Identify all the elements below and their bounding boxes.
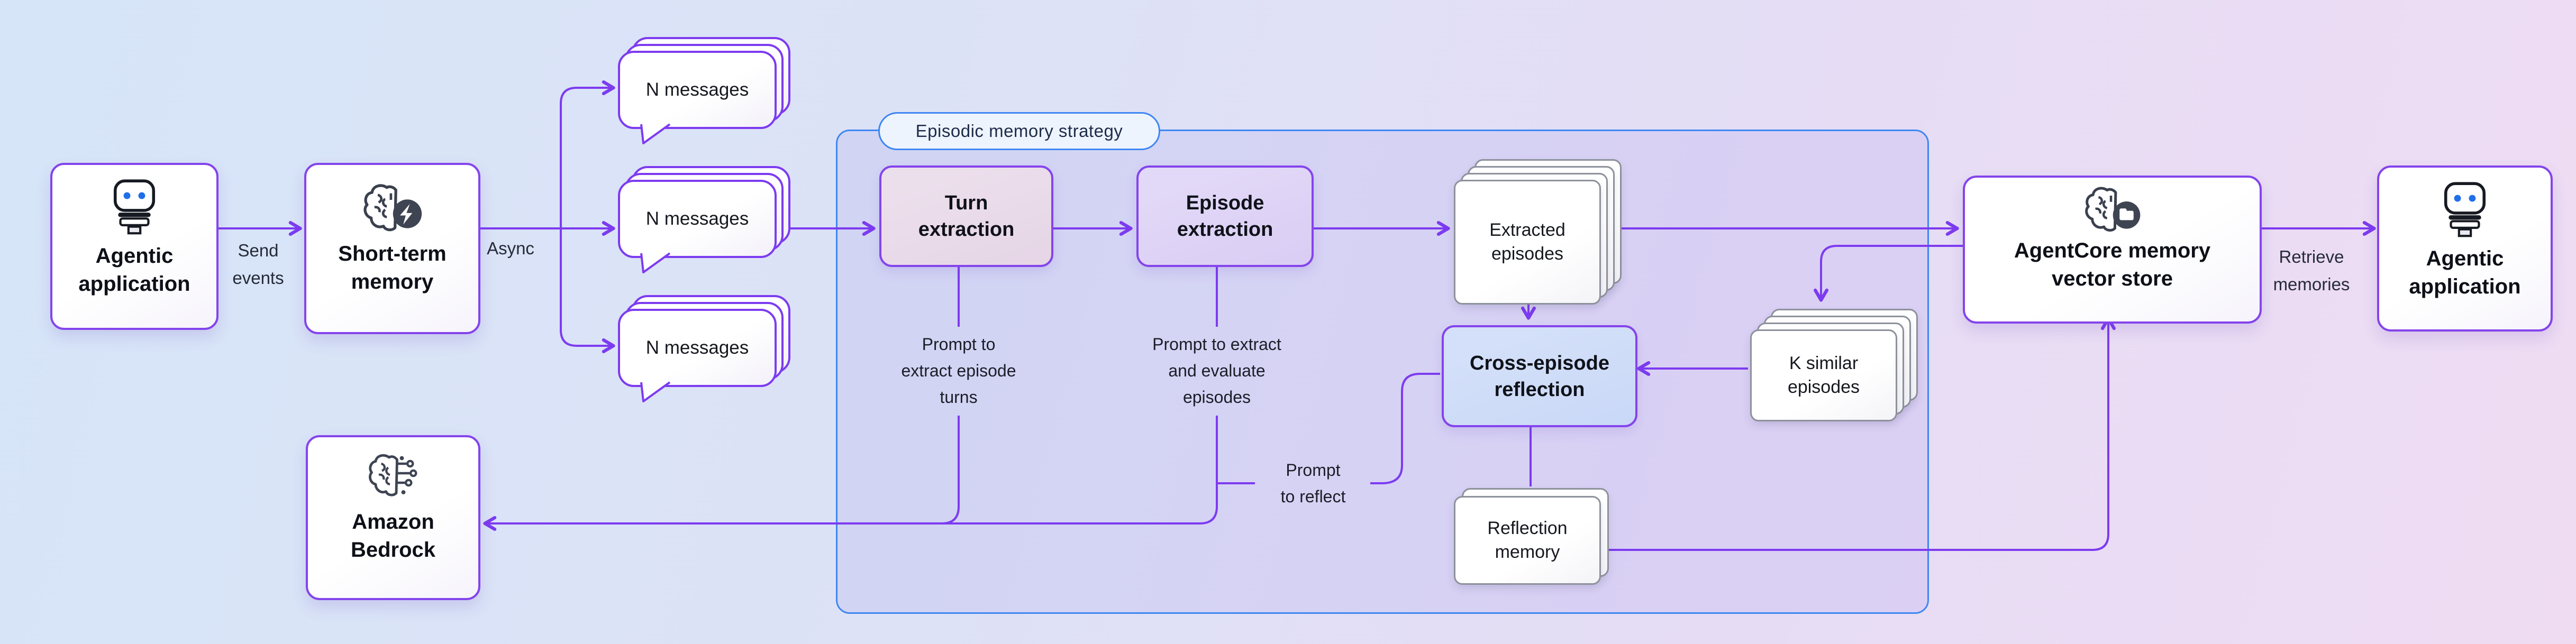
bubble-front: N messages bbox=[618, 309, 777, 402]
robot-icon bbox=[2444, 182, 2486, 237]
episodic-strategy-label-pill: Episodic memory strategy bbox=[878, 112, 1160, 150]
edge-label-retrieve-memories: Retrieve memories bbox=[2273, 247, 2350, 294]
node-agentic-application-left: Agentic application bbox=[50, 163, 219, 330]
node-title-agentcore: AgentCore memory vector store bbox=[2014, 239, 2211, 290]
brain-bolt-icon bbox=[363, 184, 422, 232]
n-messages-bubble-middle: N messages bbox=[618, 166, 790, 273]
node-agentcore-vector-store: AgentCore memory vector store bbox=[1963, 176, 2262, 324]
edge-label-async: Async bbox=[487, 238, 534, 258]
node-title-agentic-right: Agentic application bbox=[2409, 247, 2521, 298]
card-front: K similar episodes bbox=[1750, 329, 1897, 421]
robot-icon bbox=[113, 179, 156, 235]
bubble-label: N messages bbox=[645, 79, 749, 100]
node-amazon-bedrock: Amazon Bedrock bbox=[306, 435, 480, 600]
edge-label-prompt-turns: Prompt to extract episode turns bbox=[901, 335, 1016, 407]
node-title-agentic-left: Agentic application bbox=[78, 244, 190, 296]
edge-label-prompt-episodes: Prompt to extract and evaluate episodes bbox=[1152, 335, 1281, 407]
edge-label-send-events: Send events bbox=[232, 241, 284, 288]
node-title-cross: Cross-episode reflection bbox=[1470, 352, 1609, 401]
card-front: Reflection memory bbox=[1454, 496, 1601, 585]
reflection-memory-stack: Reflection memory bbox=[1454, 488, 1609, 585]
bubble-front: N messages bbox=[618, 180, 777, 273]
brain-folder-icon bbox=[2085, 187, 2140, 232]
node-title-episode: Episode extraction bbox=[1177, 192, 1273, 241]
edge-branch-to-top-bubble bbox=[560, 80, 615, 228]
node-episode-extraction: Episode extraction bbox=[1136, 165, 1314, 267]
node-cross-episode-reflection: Cross-episode reflection bbox=[1442, 325, 1637, 427]
k-similar-episodes-stack: K similar episodes bbox=[1750, 309, 1918, 421]
node-title-bedrock: Amazon Bedrock bbox=[350, 510, 436, 562]
card-label-reflection: Reflection memory bbox=[1487, 518, 1568, 562]
bubble-tail bbox=[640, 123, 671, 144]
n-messages-bubble-top: N messages bbox=[618, 37, 790, 144]
extracted-episodes-stack: Extracted episodes bbox=[1454, 159, 1622, 305]
edge-label-prompt-reflect: Prompt to reflect bbox=[1280, 461, 1346, 506]
bubble-tail bbox=[640, 381, 671, 402]
n-messages-bubble-bottom: N messages bbox=[618, 295, 790, 402]
card-front: Extracted episodes bbox=[1454, 180, 1601, 305]
card-label-k-similar: K similar episodes bbox=[1787, 353, 1860, 397]
bubble-label: N messages bbox=[645, 337, 749, 358]
bubble-label: N messages bbox=[645, 208, 749, 229]
bubble-front: N messages bbox=[618, 51, 777, 144]
bubble-tail bbox=[640, 252, 671, 273]
node-turn-extraction: Turn extraction bbox=[879, 165, 1053, 267]
episodic-strategy-label: Episodic memory strategy bbox=[915, 121, 1123, 141]
node-title-turn: Turn extraction bbox=[918, 192, 1015, 241]
edge-branch-to-bottom-bubble bbox=[560, 228, 615, 353]
card-label-extracted: Extracted episodes bbox=[1489, 220, 1565, 264]
node-agentic-application-right: Agentic application bbox=[2377, 165, 2553, 332]
node-title-short-term: Short-term memory bbox=[338, 242, 447, 293]
node-short-term-memory: Short-term memory bbox=[304, 163, 480, 334]
brain-circuit-icon bbox=[369, 454, 417, 496]
